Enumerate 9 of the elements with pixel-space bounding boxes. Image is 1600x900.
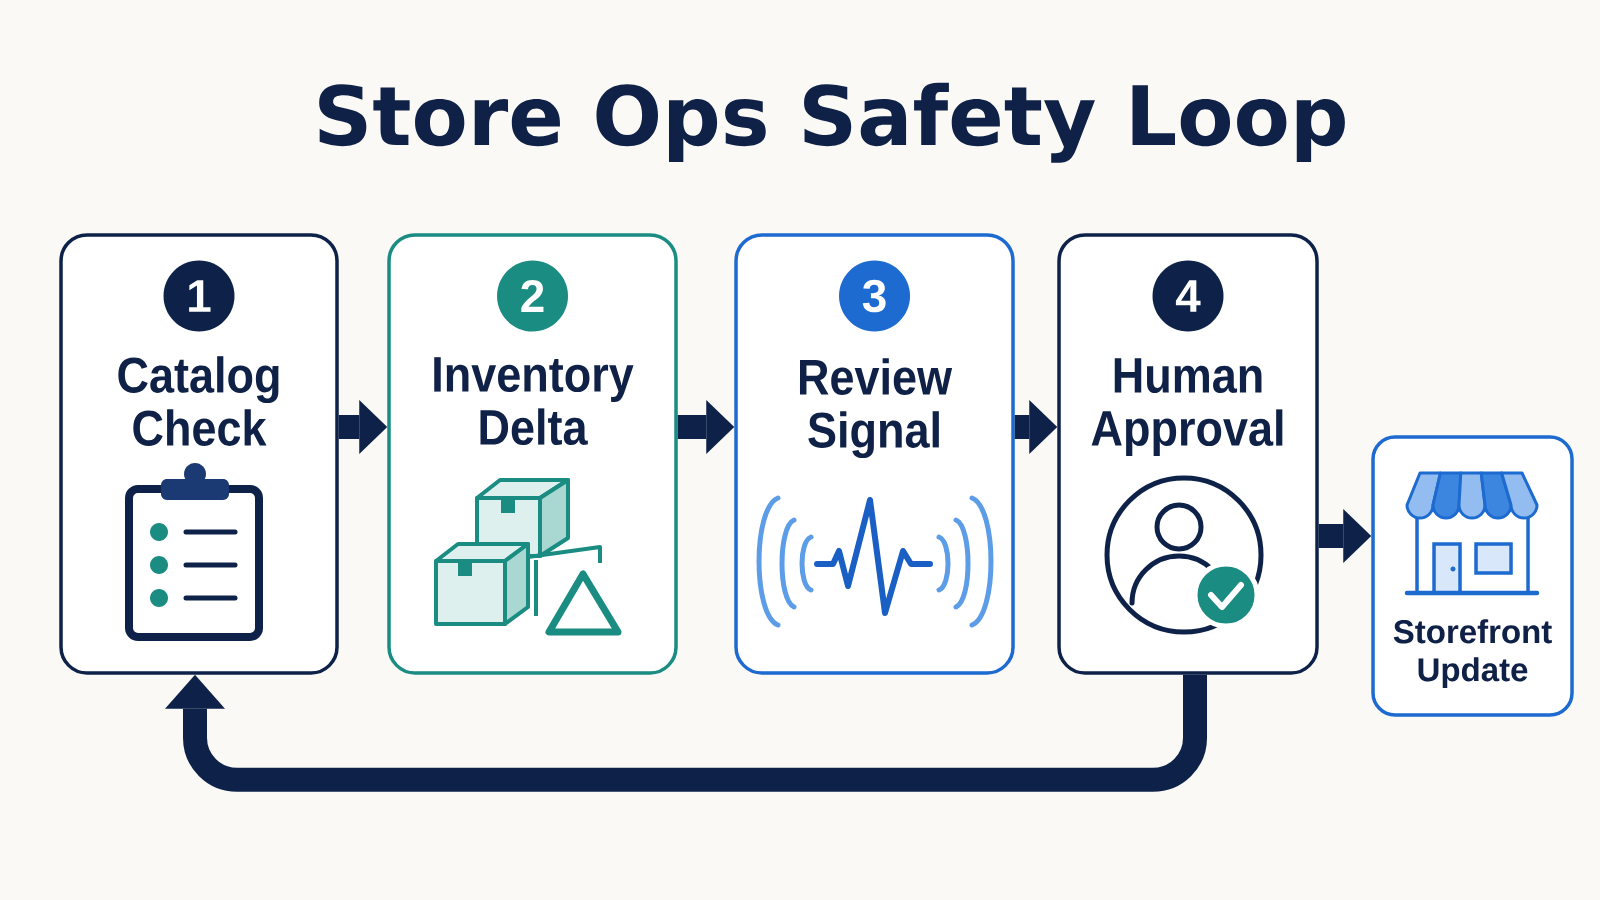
arrow	[1318, 509, 1372, 563]
number-badge: 4	[1152, 260, 1224, 332]
number-badge: 3	[839, 260, 910, 332]
arrow	[338, 400, 388, 454]
number-badge: 1	[163, 260, 235, 332]
arrow	[1014, 400, 1058, 454]
arrow	[677, 400, 735, 454]
title: Store Ops Safety Loop	[319, 82, 1345, 163]
number-badge: 2	[497, 260, 568, 332]
